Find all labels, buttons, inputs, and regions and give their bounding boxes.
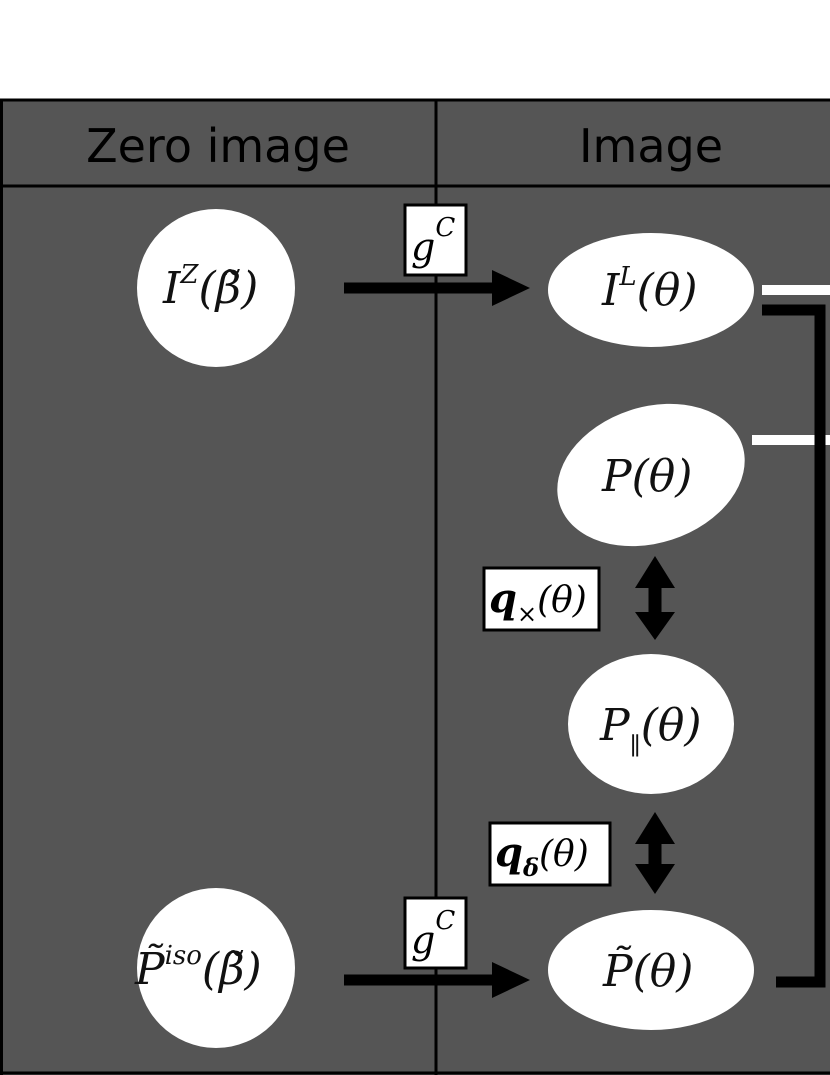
node-iz-sup: Z — [179, 260, 199, 290]
node-piso-main: P̃ — [134, 942, 166, 995]
box-gc-bottom: gC — [403, 896, 468, 970]
arrow-iz-to-il — [344, 270, 530, 306]
box-q-cross-sub: × — [517, 600, 537, 628]
node-piso-sup: iso — [165, 941, 202, 971]
box-q-cross-arg: (θ) — [537, 580, 587, 621]
node-p-main: P — [601, 451, 633, 502]
node-iz-arg: (β̃) — [198, 263, 258, 314]
svg-text:P∥(θ): P∥(θ) — [599, 700, 702, 760]
node-ptilde: P̃(θ) — [548, 910, 754, 1030]
node-ppar-arg: (θ) — [641, 700, 702, 751]
box-gc-top: gC — [403, 203, 468, 277]
box-gc-bottom-sup: C — [435, 906, 455, 936]
box-q-delta: qδ(θ) — [488, 821, 612, 887]
box-gc-bottom-main: g — [411, 918, 435, 962]
node-piso-arg: (β̃) — [202, 944, 262, 995]
node-ptilde-main: P̃ — [602, 944, 634, 997]
double-arrow-p-ppar — [635, 556, 675, 640]
node-iz-main: I — [162, 263, 182, 314]
node-ppar-main: P — [599, 700, 631, 751]
node-il-arg: (θ) — [637, 265, 698, 316]
header-image: Image — [579, 119, 723, 173]
double-arrow-ppar-ptilde — [635, 812, 675, 894]
node-il: IL(θ) — [548, 233, 754, 347]
node-ppar-sub: ∥ — [630, 732, 641, 760]
box-q-cross-main: q — [489, 575, 517, 622]
node-piso: P̃iso(β̃) — [134, 888, 295, 1048]
box-gc-top-main: g — [411, 225, 435, 269]
node-iz: IZ(β̃) — [137, 209, 295, 367]
svg-text:gC: gC — [411, 213, 455, 269]
bracket-connector — [762, 304, 826, 988]
svg-text:gC: gC — [411, 906, 455, 962]
node-il-main: I — [601, 265, 621, 316]
node-ppar: P∥(θ) — [568, 654, 734, 794]
node-ptilde-arg: (θ) — [633, 946, 694, 997]
svg-text:qδ(θ): qδ(θ) — [495, 829, 589, 882]
box-gc-top-sup: C — [435, 213, 455, 243]
svg-text:IL(θ): IL(θ) — [601, 262, 697, 316]
box-q-delta-sub: δ — [522, 853, 539, 882]
svg-text:P̃(θ): P̃(θ) — [602, 944, 693, 997]
svg-text:P(θ): P(θ) — [601, 451, 692, 502]
box-q-cross: q×(θ) — [482, 566, 601, 632]
node-p: P(θ) — [557, 403, 745, 547]
node-il-sup: L — [618, 262, 636, 292]
svg-text:q×(θ): q×(θ) — [489, 575, 587, 628]
node-p-arg: (θ) — [632, 451, 693, 502]
box-q-delta-main: q — [495, 829, 523, 876]
svg-text:P̃iso(β̃): P̃iso(β̃) — [134, 941, 262, 995]
box-q-delta-arg: (θ) — [539, 834, 589, 875]
svg-text:IZ(β̃): IZ(β̃) — [162, 260, 258, 314]
arrow-piso-to-ptilde — [344, 962, 530, 998]
header-zero-image: Zero image — [86, 119, 350, 173]
